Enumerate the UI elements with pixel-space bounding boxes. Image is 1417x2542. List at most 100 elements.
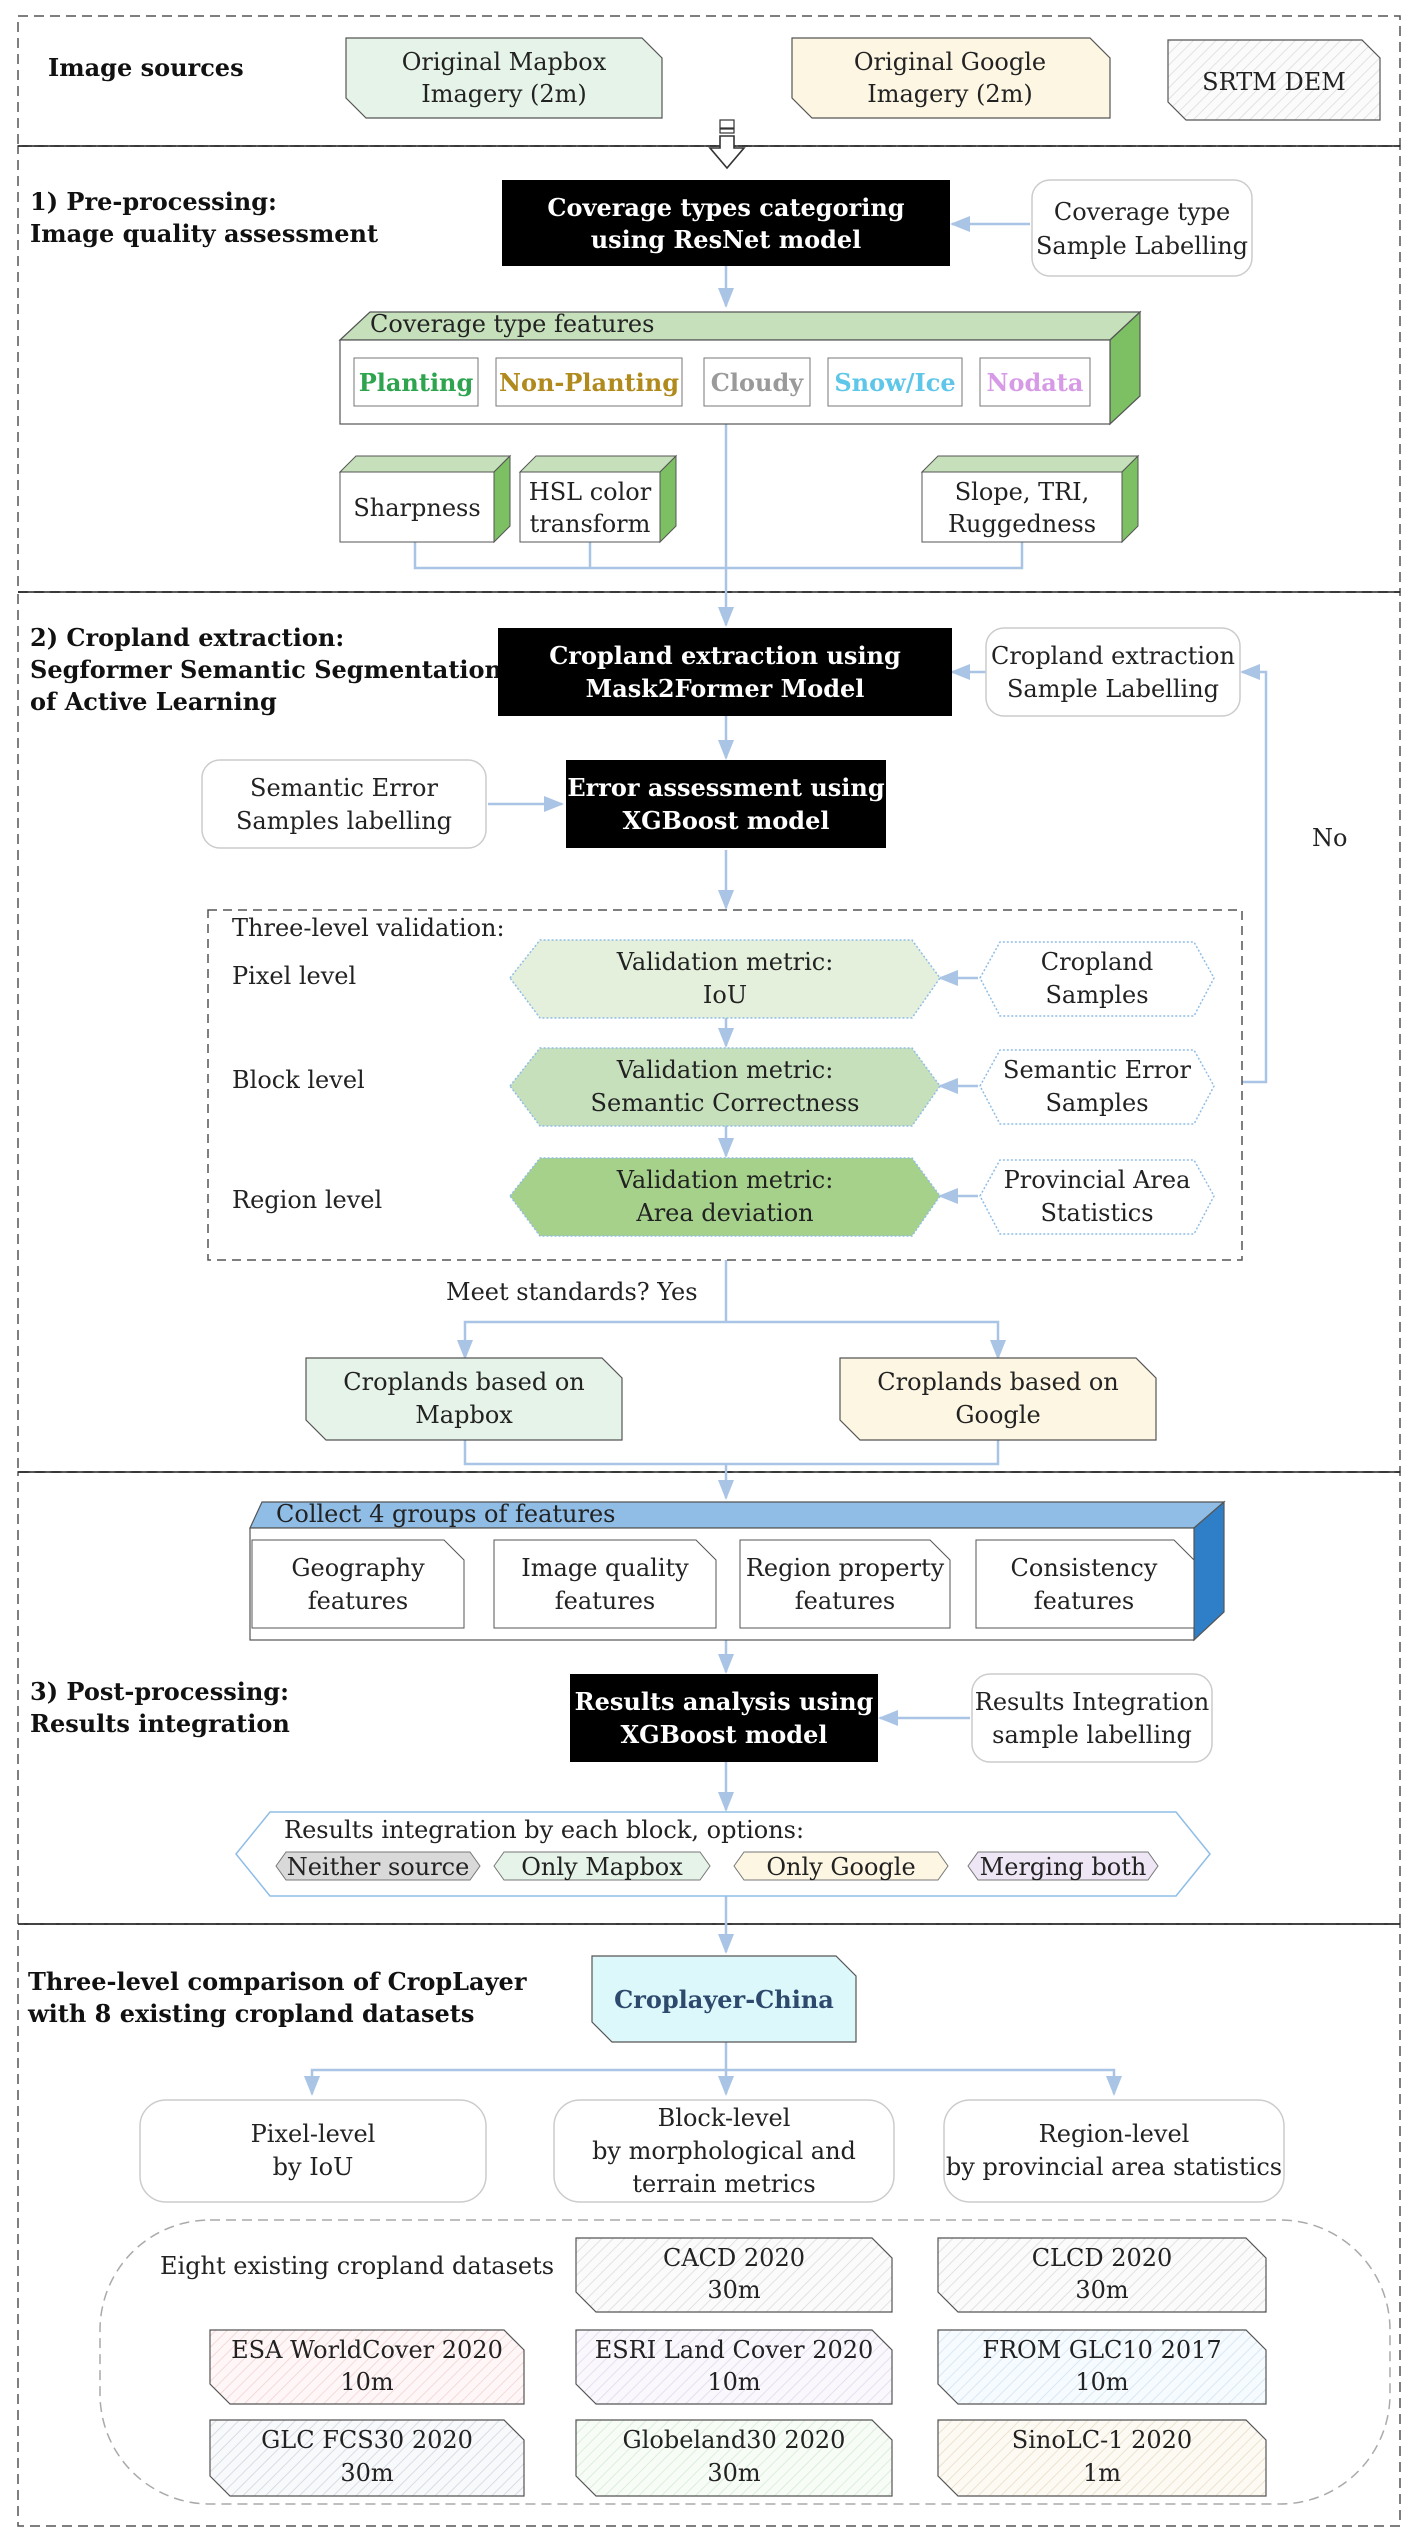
level-block: Block level (232, 1066, 365, 1094)
meet-standards-label: Meet standards? Yes (446, 1278, 698, 1306)
semantic-labelling-box: Semantic Error Samples labelling (201, 759, 487, 849)
semantic-samples-line1: Semantic Error (1003, 1056, 1191, 1084)
extraction-heading-line1: 2) Cropland extraction: (30, 623, 344, 652)
cropland-samples-box: Cropland Samples (979, 941, 1215, 1017)
no-label: No (1312, 824, 1347, 852)
sharpness-label: Sharpness (353, 494, 480, 522)
dataset-cacd: CACD 2020 30m (575, 2237, 893, 2313)
collect-features-title: Collect 4 groups of features (276, 1500, 615, 1528)
comparison-heading-line1: Three-level comparison of CropLayer (28, 1967, 527, 1996)
metric-sc-line1: Validation metric: (616, 1056, 834, 1084)
mask2former-box: Cropland extraction using Mask2Former Mo… (498, 628, 952, 716)
metric-area-hexagon: Validation metric: Area deviation (509, 1157, 941, 1237)
dataset-esa-res: 10m (340, 2368, 394, 2396)
block-level-box: Block-level by morphological and terrain… (553, 2099, 895, 2203)
consistency-line1: Consistency (1011, 1554, 1158, 1582)
region-property-line2: features (795, 1587, 896, 1615)
integration-options-box: Results integration by each block, optio… (235, 1811, 1211, 1897)
pixel-level-line1: Pixel-level (251, 2120, 376, 2148)
connectors (304, 216, 1268, 2096)
hsl-box: HSL color transform (518, 454, 678, 544)
postprocess-heading-line2: Results integration (30, 1709, 290, 1738)
provincial-stats-line1: Provincial Area (1004, 1166, 1191, 1194)
dataset-globeland-name: Globeland30 2020 (623, 2426, 846, 2454)
mask2former-line1: Cropland extraction using (549, 641, 901, 670)
comparison-heading-line2: with 8 existing cropland datasets (27, 1999, 474, 2028)
croplayer-product-box: Croplayer-China (591, 1955, 857, 2043)
datasets: CACD 2020 30m CLCD 2020 30m ESA WorldCov… (209, 2237, 1267, 2497)
type-nodata: Nodata (987, 368, 1084, 397)
slope-box: Slope, TRI, Ruggedness (920, 454, 1140, 544)
image-quality-line2: features (555, 1587, 656, 1615)
dataset-sinolc-name: SinoLC-1 2020 (1012, 2426, 1192, 2454)
mapbox-output-line1: Croplands based on (343, 1368, 585, 1396)
datasets-title: Eight existing cropland datasets (160, 2252, 554, 2280)
dataset-clcd-res: 30m (1075, 2276, 1129, 2304)
mapbox-source-line2: Imagery (2m) (421, 80, 587, 108)
geography-line1: Geography (291, 1554, 425, 1582)
google-source-line1: Original Google (854, 48, 1046, 76)
coverage-labelling-box: Coverage type Sample Labelling (1031, 179, 1253, 277)
coverage-features-title: Coverage type features (370, 310, 654, 338)
error-assessment-line2: XGBoost model (623, 806, 830, 835)
cropland-labelling-line1: Cropland extraction (991, 642, 1235, 670)
dataset-glc-fcs-res: 30m (340, 2459, 394, 2487)
pixel-level-line2: by IoU (273, 2153, 354, 2181)
cropland-samples-line1: Cropland (1041, 948, 1153, 976)
dataset-from-glc-name: FROM GLC10 2017 (982, 2336, 1221, 2364)
validation-frame (207, 909, 1243, 1261)
dataset-cacd-res: 30m (707, 2276, 761, 2304)
datasets-frame (99, 2219, 1391, 2505)
semantic-samples-box: Semantic Error Samples (979, 1049, 1215, 1125)
mapbox-output-box: Croplands based on Mapbox (305, 1357, 623, 1441)
results-labelling-box: Results Integration sample labelling (971, 1673, 1213, 1763)
dataset-sinolc: SinoLC-1 2020 1m (937, 2419, 1267, 2497)
metric-sc-hexagon: Validation metric: Semantic Correctness (509, 1047, 941, 1127)
dataset-glc-fcs-name: GLC FCS30 2020 (261, 2426, 473, 2454)
google-output-box: Croplands based on Google (839, 1357, 1157, 1441)
metric-iou-hexagon: Validation metric: IoU (509, 939, 941, 1019)
block-level-line2: by morphological and (592, 2137, 856, 2165)
region-level-line2: by provincial area statistics (946, 2153, 1282, 2181)
coverage-labelling-line2: Sample Labelling (1036, 232, 1248, 260)
error-assessment-line1: Error assessment using (567, 773, 885, 802)
dataset-esri-res: 10m (707, 2368, 761, 2396)
integration-options-title: Results integration by each block, optio… (284, 1816, 804, 1844)
google-output-line1: Croplands based on (877, 1368, 1119, 1396)
dataset-from-glc: FROM GLC10 2017 10m (937, 2329, 1267, 2405)
results-labelling-line2: sample labelling (992, 1721, 1192, 1749)
level-region: Region level (232, 1186, 382, 1214)
srtm-source-label: SRTM DEM (1202, 68, 1346, 96)
type-planting: Planting (359, 368, 474, 397)
level-pixel: Pixel level (232, 962, 356, 990)
dataset-from-glc-res: 10m (1075, 2368, 1129, 2396)
cropland-samples-line2: Samples (1045, 981, 1148, 1009)
feature-group-region-property: Region property features (739, 1539, 951, 1629)
results-analysis-line2: XGBoost model (621, 1720, 828, 1749)
resnet-box: Coverage types categoring using ResNet m… (502, 180, 950, 266)
metric-area-line2: Area deviation (635, 1199, 813, 1227)
option-merging-both: Merging both (980, 1853, 1147, 1881)
dataset-globeland: Globeland30 2020 30m (575, 2419, 893, 2497)
block-level-line1: Block-level (658, 2104, 791, 2132)
option-only-google: Only Google (766, 1853, 915, 1881)
type-non-planting: Non-Planting (499, 368, 679, 397)
feature-group-consistency: Consistency features (975, 1539, 1195, 1629)
extraction-heading-line2: Segformer Semantic Segmentation (30, 655, 502, 684)
resnet-line1: Coverage types categoring (547, 193, 904, 222)
provincial-stats-box: Provincial Area Statistics (979, 1159, 1215, 1235)
dataset-esa-name: ESA WorldCover 2020 (231, 2336, 503, 2364)
line-merge-outputs (463, 1440, 1000, 1472)
preprocess-heading-line1: 1) Pre-processing: (30, 187, 277, 216)
dataset-clcd: CLCD 2020 30m (937, 2237, 1267, 2313)
metric-sc-line2: Semantic Correctness (591, 1089, 860, 1117)
slope-line1: Slope, TRI, (955, 478, 1090, 506)
semantic-labelling-line2: Samples labelling (236, 807, 452, 835)
dataset-clcd-name: CLCD 2020 (1032, 2244, 1173, 2272)
google-output-line2: Google (955, 1401, 1040, 1429)
arrow-split-levels (304, 2068, 1122, 2096)
block-level-line3: terrain metrics (632, 2170, 815, 2198)
slope-line2: Ruggedness (948, 510, 1096, 538)
google-source-box: Original Google Imagery (2m) (791, 37, 1111, 119)
dataset-cacd-name: CACD 2020 (663, 2244, 805, 2272)
